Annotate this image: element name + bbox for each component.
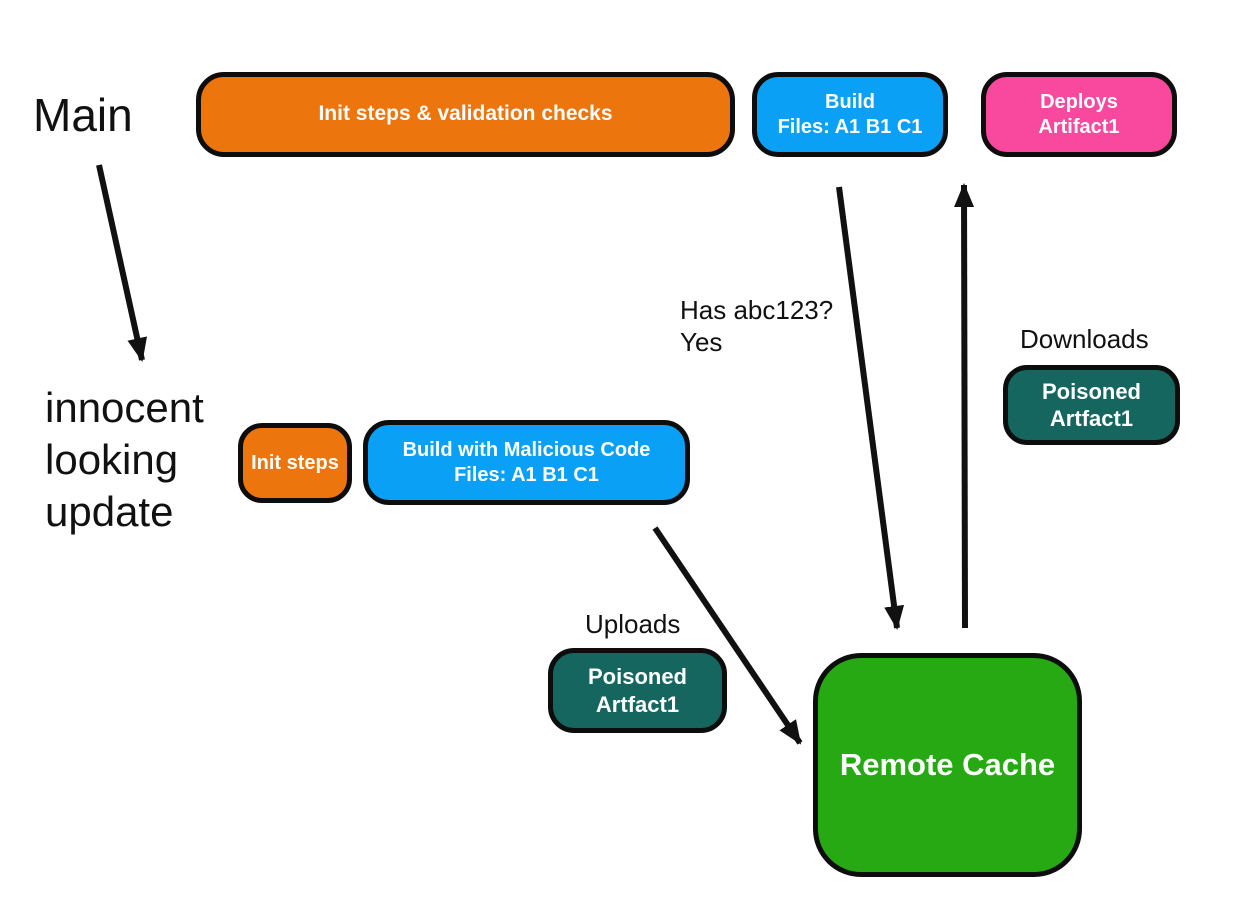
node-init-steps-validation-checks: Init steps & validation checks: [196, 72, 735, 157]
node-poisoned-upload-title: Poisoned: [587, 664, 687, 689]
node-init-steps: Init steps: [238, 423, 352, 503]
node-deploys-artifact1: Deploys Artifact1: [981, 72, 1177, 157]
label-uploads: Uploads: [585, 609, 681, 639]
node-remote-cache-label: Remote Cache: [839, 746, 1056, 782]
node-build-malicious-title: Build with Malicious Code: [402, 438, 651, 461]
node-remote-cache: Remote Cache: [813, 653, 1082, 877]
node-build-with-malicious-code: Build with Malicious Code Files: A1 B1 C…: [363, 420, 690, 505]
node-build-malicious-files: Files: A1 B1 C1: [454, 463, 599, 486]
label-innocent-line1: innocent: [45, 384, 204, 431]
node-build-main: Build Files: A1 B1 C1: [752, 72, 948, 157]
node-build-main-files: Files: A1 B1 C1: [777, 115, 923, 138]
arrow-build-to-remote-cache: [836, 186, 905, 630]
node-poisoned-artifact-downloaded: Poisoned Artfact1: [1003, 365, 1180, 445]
arrow-remote-cache-to-deploys: [954, 183, 975, 629]
arrow-main-to-update: [96, 164, 148, 362]
node-poisoned-download-name: Artfact1: [1049, 406, 1134, 431]
label-has-hash-query: Has abc123? Yes: [680, 294, 833, 358]
node-poisoned-artifact-uploaded: Poisoned Artfact1: [548, 648, 727, 733]
label-downloads: Downloads: [1020, 324, 1149, 354]
node-poisoned-upload-name: Artfact1: [595, 691, 680, 717]
label-has-hash-question: Has abc123?: [680, 295, 834, 325]
node-poisoned-download-title: Poisoned: [1041, 378, 1141, 404]
label-innocent-line3: update: [45, 488, 174, 535]
node-init-steps-label: Init steps: [251, 451, 339, 474]
label-innocent-looking-update: innocent looking update: [45, 382, 204, 538]
node-deploys-artifact-name: Artifact1: [1038, 115, 1120, 138]
node-deploys-title: Deploys: [1040, 90, 1118, 113]
node-init-steps-validation-checks-label: Init steps & validation checks: [318, 102, 613, 126]
node-build-main-title: Build: [825, 90, 875, 113]
label-has-hash-answer: Yes: [680, 327, 723, 357]
label-innocent-line2: looking: [45, 436, 179, 483]
label-main-branch: Main: [33, 89, 133, 141]
